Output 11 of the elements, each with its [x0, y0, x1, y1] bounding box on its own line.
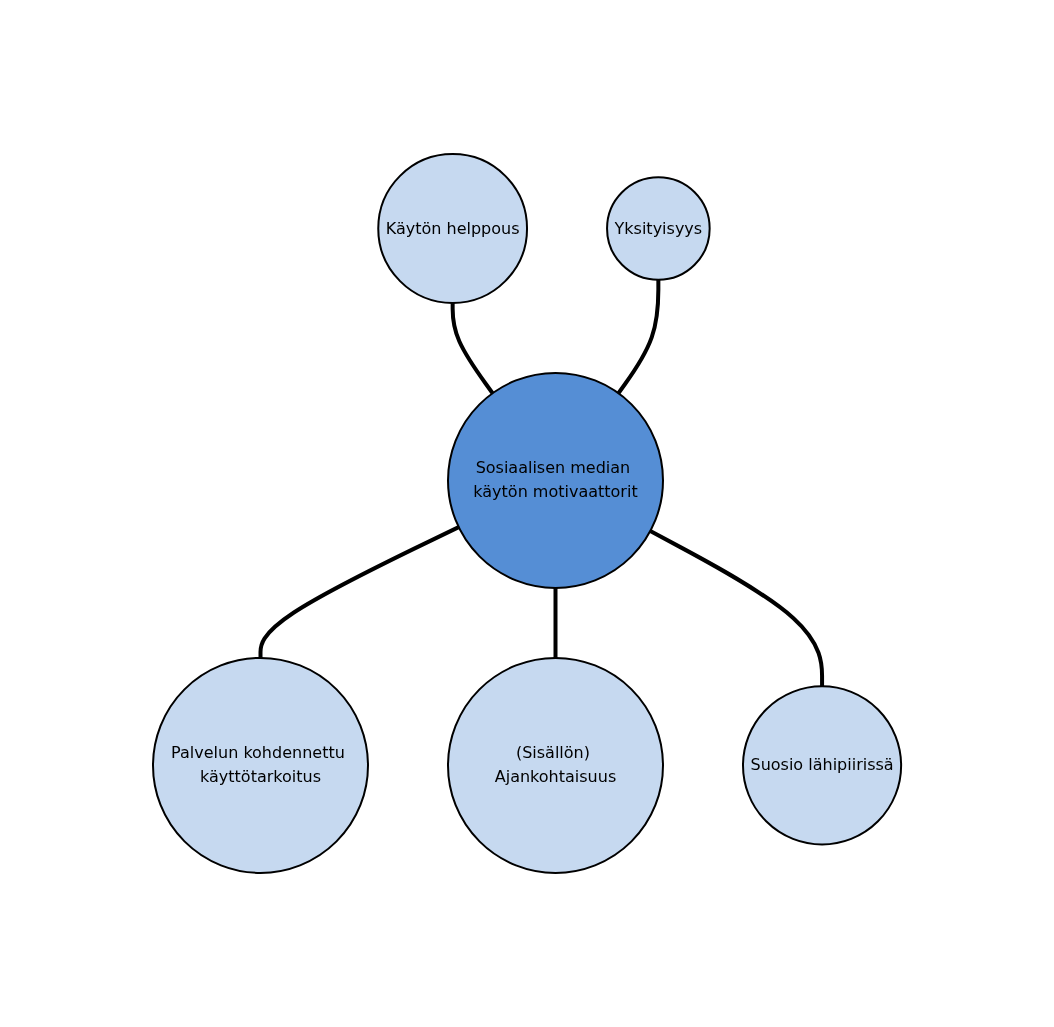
connector	[258, 525, 460, 658]
connector	[616, 279, 661, 395]
node-circle: Sosiaalisen median käytön motivaattorit	[446, 371, 664, 589]
node-circle: Käytön helppous	[377, 153, 528, 304]
node-circle: Palvelun kohdennettu käyttötarkoitus	[151, 656, 369, 874]
node-circle: Suosio lähipiirissä	[741, 685, 903, 846]
connector	[649, 529, 824, 687]
connector	[450, 302, 495, 395]
node-circle: Yksityisyys	[606, 176, 711, 281]
connector	[553, 587, 558, 658]
node-circle: (Sisällön) Ajankohtaisuus	[446, 656, 664, 874]
